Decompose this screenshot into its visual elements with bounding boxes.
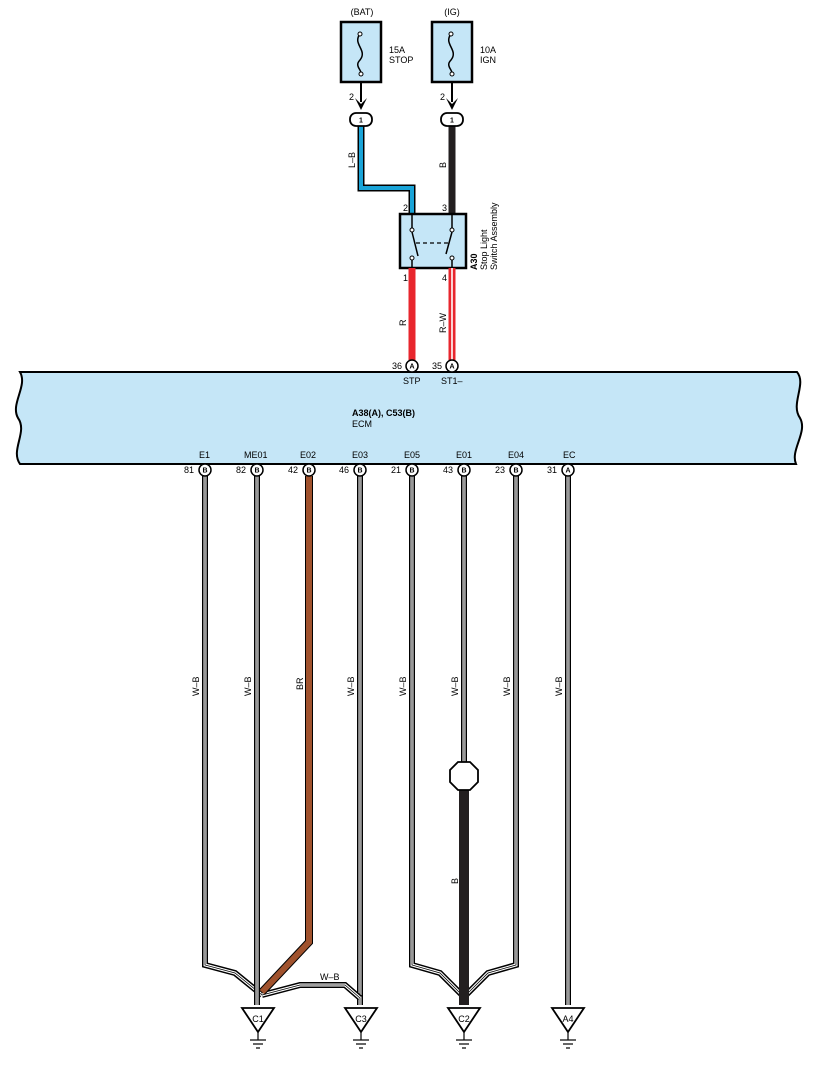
ecm-pin-e1: E1 B 81 bbox=[184, 450, 212, 477]
ecm-pin-e05-terminal: E05 bbox=[404, 450, 420, 460]
ecm-pin-e04-number: 23 bbox=[495, 465, 505, 475]
ecm-pin-stp-connector: A bbox=[409, 364, 414, 371]
ecm-pin-me01-terminal: ME01 bbox=[244, 450, 268, 460]
wire-label-c1-c3: W–B bbox=[320, 972, 340, 982]
junction-1-left: 1 bbox=[349, 112, 373, 127]
wire-label-ec: W–B bbox=[554, 676, 564, 696]
ecm-pin-me01: ME01 B 82 bbox=[236, 450, 268, 477]
wire-label-me01: W–B bbox=[243, 676, 253, 696]
wire-r-w: R–W bbox=[438, 268, 456, 360]
splice-point bbox=[449, 761, 479, 791]
wire-l-b-label: L–B bbox=[347, 152, 357, 168]
wire-r-label: R bbox=[398, 319, 408, 326]
switch-pin-2: 2 bbox=[403, 203, 408, 213]
ground-c3-label: C3 bbox=[355, 1014, 367, 1024]
ecm-pin-st1: A 35 ST1– bbox=[432, 359, 463, 386]
wire-l-b: L–B bbox=[347, 126, 416, 214]
ecm-pin-st1-terminal: ST1– bbox=[441, 376, 463, 386]
switch-pin-3: 3 bbox=[442, 203, 447, 213]
ecm-pin-e02-terminal: E02 bbox=[300, 450, 316, 460]
wire-b-ign-label: B bbox=[438, 162, 448, 168]
ecm-pin-e01-number: 43 bbox=[443, 465, 453, 475]
ecm-pin-e05: E05 B 21 bbox=[391, 450, 420, 477]
ecm-pin-e04: E04 B 23 bbox=[495, 450, 524, 477]
ecm-name: ECM bbox=[352, 419, 372, 429]
wire-label-e04: W–B bbox=[502, 676, 512, 696]
lower-wire-labels: W–B W–B BR W–B W–B W–B W–B W–B W–B bbox=[191, 676, 564, 982]
ecm-bottom-pins: E1 B 81 ME01 B 82 E02 B 42 E03 B 46 E05 bbox=[184, 450, 576, 477]
ecm-pin-e05-number: 21 bbox=[391, 465, 401, 475]
ecm-pin-ec-number: 31 bbox=[547, 465, 557, 475]
fuse-stop: (BAT) 15A STOP 2 bbox=[339, 7, 413, 110]
ecm-pin-me01-connector: B bbox=[254, 468, 259, 475]
ecm-pin-ec-connector: A bbox=[565, 468, 570, 475]
wire-r-w-label: R–W bbox=[438, 312, 448, 333]
switch-name-line1: Stop Light bbox=[479, 229, 489, 270]
ecm-pin-e04-connector: B bbox=[513, 468, 518, 475]
fuse-ign-pin: 2 bbox=[440, 92, 445, 102]
ground-c3: C3 bbox=[343, 1007, 379, 1049]
fuse-ign-supply: (IG) bbox=[444, 7, 460, 17]
wire-e01-b-label: B bbox=[450, 878, 460, 884]
ecm-pin-e1-connector: B bbox=[202, 468, 207, 475]
ecm-pin-stp: A 36 STP bbox=[392, 359, 421, 386]
wire-br bbox=[259, 476, 313, 995]
stop-light-switch: 2 3 1 4 A30 Stop Light Switch Assembly bbox=[398, 202, 499, 283]
wire-label-e05: W–B bbox=[398, 676, 408, 696]
fuse-ign-amp: 10A bbox=[480, 45, 496, 55]
junction-1-right-number: 1 bbox=[450, 118, 454, 125]
ecm-pin-e01-connector: B bbox=[461, 468, 466, 475]
ecm-pin-e05-connector: B bbox=[409, 468, 414, 475]
ecm-pin-e03-connector: B bbox=[357, 468, 362, 475]
lower-wiring bbox=[202, 476, 571, 1005]
ecm-code: A38(A), C53(B) bbox=[352, 408, 415, 418]
fuse-stop-supply: (BAT) bbox=[351, 7, 374, 17]
ecm-block: A38(A), C53(B) ECM bbox=[15, 371, 803, 465]
ecm-pin-e03-terminal: E03 bbox=[352, 450, 368, 460]
ecm-pin-e04-terminal: E04 bbox=[508, 450, 524, 460]
fuse-ign-name: IGN bbox=[480, 55, 496, 65]
ecm-pin-e1-number: 81 bbox=[184, 465, 194, 475]
wire-r: R bbox=[398, 268, 416, 360]
wire-label-e1: W–B bbox=[191, 676, 201, 696]
ecm-pin-st1-connector: A bbox=[449, 364, 454, 371]
switch-pin-4: 4 bbox=[442, 273, 447, 283]
wire-b-ign: B bbox=[438, 126, 456, 214]
ecm-pin-stp-number: 36 bbox=[392, 361, 402, 371]
junction-1-left-number: 1 bbox=[359, 118, 363, 125]
ecm-pin-ec: EC A 31 bbox=[547, 450, 576, 477]
ground-c1: C1 bbox=[240, 1007, 276, 1049]
ecm-pin-e03-number: 46 bbox=[339, 465, 349, 475]
ecm-pin-e01: E01 B 43 bbox=[443, 450, 472, 477]
ecm-pin-stp-terminal: STP bbox=[403, 376, 421, 386]
wire-e01-b: B bbox=[450, 788, 469, 1005]
wire-label-e02: BR bbox=[295, 677, 305, 690]
fuse-stop-name: STOP bbox=[389, 55, 413, 65]
fuse-stop-amp: 15A bbox=[389, 45, 405, 55]
ground-a4-label: A4 bbox=[562, 1014, 573, 1024]
switch-name-line2: Switch Assembly bbox=[489, 202, 499, 270]
ecm-pin-e02-connector: B bbox=[306, 468, 311, 475]
switch-code: A30 bbox=[469, 253, 479, 270]
ecm-pin-me01-number: 82 bbox=[236, 465, 246, 475]
switch-pin-1: 1 bbox=[403, 273, 408, 283]
ecm-pin-ec-terminal: EC bbox=[563, 450, 576, 460]
ecm-pin-e1-terminal: E1 bbox=[199, 450, 210, 460]
ground-c2: C2 bbox=[446, 1007, 482, 1049]
wire-label-e03: W–B bbox=[346, 676, 356, 696]
fuse-ign: (IG) 10A IGN 2 bbox=[430, 7, 496, 110]
wire-label-e01: W–B bbox=[450, 676, 460, 696]
ground-c2-label: C2 bbox=[458, 1014, 470, 1024]
ecm-pin-e01-terminal: E01 bbox=[456, 450, 472, 460]
ground-a4: A4 bbox=[550, 1007, 586, 1049]
ecm-pin-e02-number: 42 bbox=[288, 465, 298, 475]
fuse-stop-pin: 2 bbox=[349, 92, 354, 102]
ground-c1-label: C1 bbox=[252, 1014, 264, 1024]
ecm-pin-e02: E02 B 42 bbox=[288, 450, 316, 477]
ecm-pin-st1-number: 35 bbox=[432, 361, 442, 371]
ecm-pin-e03: E03 B 46 bbox=[339, 450, 368, 477]
junction-1-right: 1 bbox=[440, 112, 464, 127]
